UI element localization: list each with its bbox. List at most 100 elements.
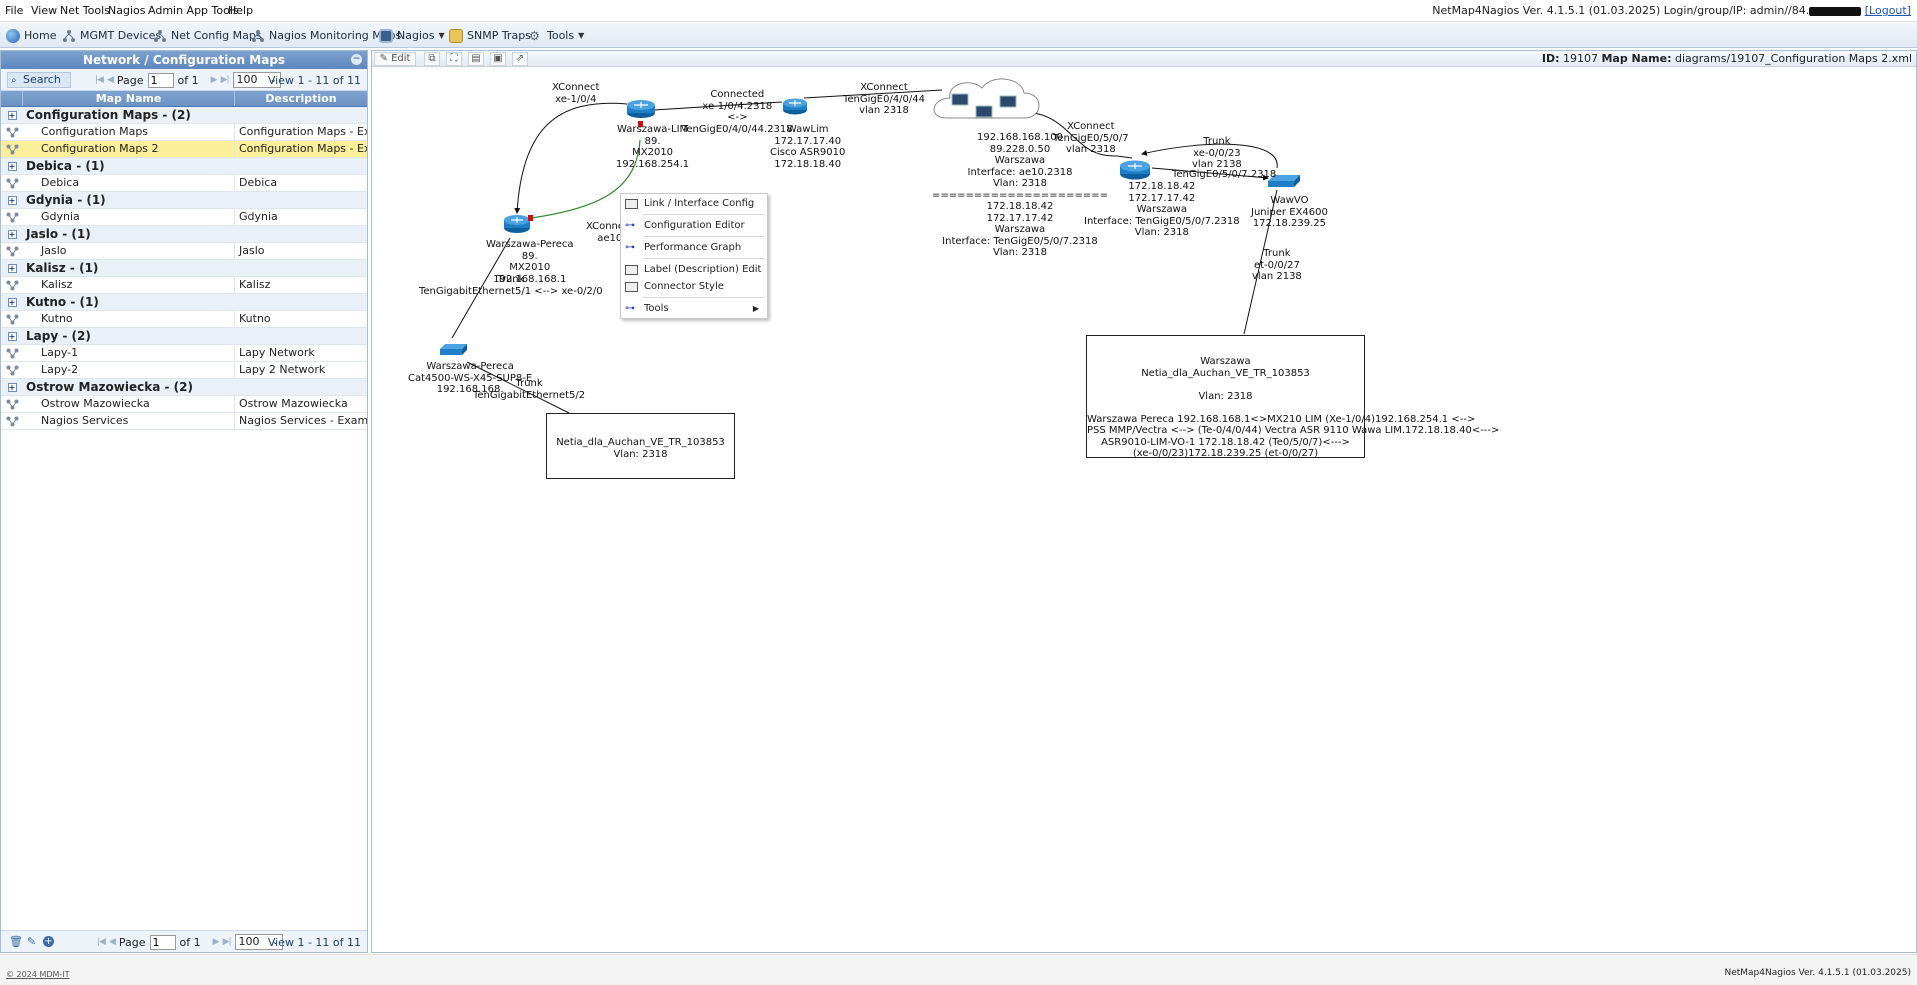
collapse-icon[interactable]: − <box>351 54 362 65</box>
expand-icon[interactable]: + <box>7 230 17 239</box>
rows-per-page-select[interactable]: 100⌄ <box>232 72 281 88</box>
external-link-icon[interactable]: ⇗ <box>512 52 528 66</box>
add-icon[interactable]: + <box>43 936 54 947</box>
expand-icon[interactable]: + <box>7 383 17 392</box>
mgmt-devices-button[interactable]: MGMT Devices <box>62 27 161 44</box>
group-row[interactable]: +Configuration Maps - (2) <box>1 107 367 124</box>
info-box-right[interactable]: Warszawa Netia_dla_Auchan_VE_TR_103853 V… <box>1086 335 1499 459</box>
prev-page-icon[interactable]: ◀ <box>108 937 116 947</box>
map-name-cell: Kalisz <box>23 277 235 293</box>
group-row[interactable]: +Lapy - (2) <box>1 328 367 345</box>
page-input[interactable] <box>149 934 176 950</box>
notes-icon[interactable]: ▤ <box>468 52 484 66</box>
rows-per-page-select[interactable]: 100⌄ <box>234 934 283 950</box>
group-row[interactable]: +Gdynia - (1) <box>1 192 367 209</box>
first-page-icon[interactable]: |◀ <box>97 937 106 947</box>
green-link[interactable] <box>530 139 641 219</box>
first-page-icon[interactable]: |◀ <box>95 75 104 85</box>
panel-title: Network / Configuration Maps − <box>1 51 367 69</box>
menu-configuration-editor[interactable]: ⊶ Configuration Editor <box>621 217 767 235</box>
group-row[interactable]: +Ostrow Mazowiecka - (2) <box>1 379 367 396</box>
expand-icon[interactable]: + <box>7 298 17 307</box>
col-map-name[interactable]: Map Name <box>23 91 235 106</box>
menu-tools[interactable]: ⊶ Tools ▶ <box>621 300 767 318</box>
map-name-cell: Lapy-2 <box>23 362 235 378</box>
menu-label-edit[interactable]: Label (Description) Edit <box>621 261 767 279</box>
switch-icon[interactable] <box>440 344 467 355</box>
nagios-dropdown[interactable]: Nagios ▼ <box>379 27 445 44</box>
nagios-monitoring-maps-button[interactable]: Nagios Monitoring Maps <box>251 27 401 44</box>
group-row[interactable]: +Jaslo - (1) <box>1 226 367 243</box>
router-icon[interactable] <box>1120 160 1150 180</box>
menu-connector-style[interactable]: Connector Style <box>621 278 767 296</box>
menu-admin-app-tools[interactable]: Admin App Tools <box>148 4 239 17</box>
copy-icon[interactable]: ⧉ <box>424 52 440 66</box>
connected-link[interactable] <box>653 101 783 111</box>
last-page-icon[interactable]: ▶| <box>220 75 230 85</box>
save-icon[interactable]: ▣ <box>490 52 506 66</box>
switch-icon[interactable] <box>1268 175 1300 187</box>
group-label: Debica - (1) <box>26 159 105 173</box>
logout-link[interactable]: [Logout] <box>1864 4 1911 17</box>
tools-dropdown[interactable]: ⚙ Tools ▼ <box>529 27 584 44</box>
prev-page-icon[interactable]: ◀ <box>106 75 114 85</box>
xconnect-link-3[interactable] <box>1021 111 1133 159</box>
snmp-traps-button[interactable]: SNMP Traps <box>449 27 531 44</box>
expand-icon[interactable]: + <box>7 332 17 341</box>
menu-nagios[interactable]: Nagios <box>108 4 146 17</box>
edit-button[interactable]: ✎ Edit <box>374 52 416 66</box>
info-box-left[interactable]: Netia_dla_Auchan_VE_TR_103853 Vlan: 2318 <box>546 413 735 479</box>
group-row[interactable]: + Debica - (1) <box>1 158 367 175</box>
router-icon[interactable] <box>504 215 533 233</box>
expand-icon[interactable]: + <box>7 111 17 120</box>
menu-performance-graph[interactable]: ⊶ Performance Graph <box>621 239 767 257</box>
expand-icon[interactable]: + <box>7 162 17 171</box>
next-page-icon[interactable]: ▶ <box>210 75 218 85</box>
group-row[interactable]: +Kutno - (1) <box>1 294 367 311</box>
fullscreen-icon[interactable]: ⛶ <box>446 52 462 66</box>
menu-link-interface-config[interactable]: Link / Interface Config <box>621 195 767 213</box>
col-description[interactable]: Description <box>265 92 337 105</box>
page-input[interactable] <box>147 72 174 88</box>
menu-help[interactable]: Help <box>228 4 254 17</box>
expand-icon[interactable]: + <box>7 264 17 273</box>
router-icon[interactable] <box>627 100 655 127</box>
group-row[interactable]: +Kalisz - (1) <box>1 260 367 277</box>
trunk-link-left[interactable] <box>451 237 511 339</box>
status-bar: © 2024 MDM-IT NetMap4Nagios Ver. 4.1.5.1… <box>0 954 1917 985</box>
trunk-link-right[interactable] <box>1243 189 1278 335</box>
home-button[interactable]: Home <box>6 27 56 44</box>
menu-view[interactable]: View <box>31 4 58 17</box>
menu-file[interactable]: File <box>5 4 24 17</box>
router-icon[interactable] <box>783 98 807 115</box>
menu-net-tools[interactable]: Net Tools <box>60 4 110 17</box>
te-link[interactable] <box>1151 167 1269 181</box>
xconnect-link-2[interactable] <box>803 89 943 99</box>
net-config-maps-button[interactable]: Net Config Maps <box>153 27 262 44</box>
next-page-icon[interactable]: ▶ <box>212 937 220 947</box>
trunk-link-bottom[interactable] <box>466 361 570 414</box>
nagios-monitoring-maps-label: Nagios Monitoring Maps <box>269 29 402 42</box>
search-button[interactable]: ⌕ Search <box>7 72 71 88</box>
last-page-icon[interactable]: ▶| <box>222 937 232 947</box>
cloud-icon[interactable] <box>933 78 1040 119</box>
edit-icon[interactable]: ✎ <box>27 935 37 948</box>
trunk-link-top[interactable] <box>1141 143 1278 169</box>
trash-icon[interactable]: 🗑 <box>9 935 23 948</box>
network-map-canvas[interactable]: XConnect xe-1/0/4 Warszawa-LIM 89. MX201… <box>372 68 1916 952</box>
copyright-link[interactable]: © 2024 MDM-IT <box>6 970 70 979</box>
xconnect-link[interactable] <box>514 102 628 214</box>
expand-icon[interactable]: + <box>7 196 17 205</box>
description-cell: Kutno <box>239 312 271 325</box>
